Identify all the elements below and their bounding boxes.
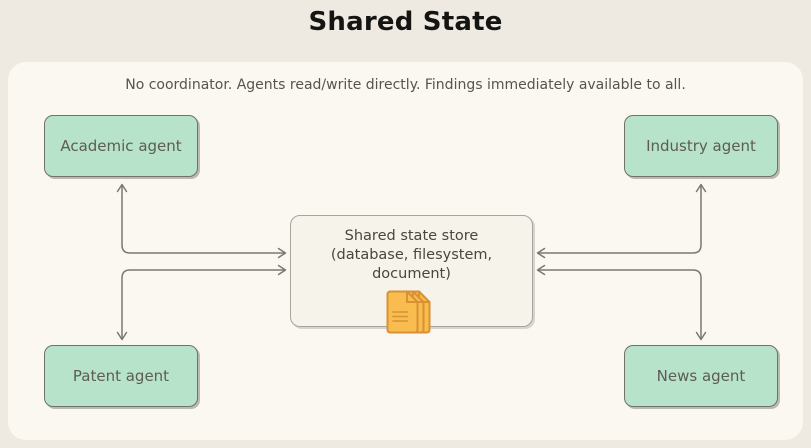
agent-box-academic: Academic agent xyxy=(44,115,198,177)
agent-box-news: News agent xyxy=(624,345,778,407)
shared-state-store-box: Shared state store (database, filesystem… xyxy=(290,215,533,334)
store-title: Shared state store xyxy=(344,228,479,244)
agent-label: News agent xyxy=(656,367,746,385)
documents-stack-icon xyxy=(291,289,532,339)
agent-box-patent: Patent agent xyxy=(44,345,198,407)
agent-label: Academic agent xyxy=(60,137,182,155)
agent-box-industry: Industry agent xyxy=(624,115,778,177)
agent-label: Patent agent xyxy=(72,367,170,385)
diagram-subtitle: No coordinator. Agents read/write direct… xyxy=(125,77,686,93)
diagram-title: Shared State xyxy=(308,7,503,37)
agent-label: Industry agent xyxy=(646,137,756,155)
store-subtitle: (database, filesystem, document) xyxy=(330,247,493,282)
